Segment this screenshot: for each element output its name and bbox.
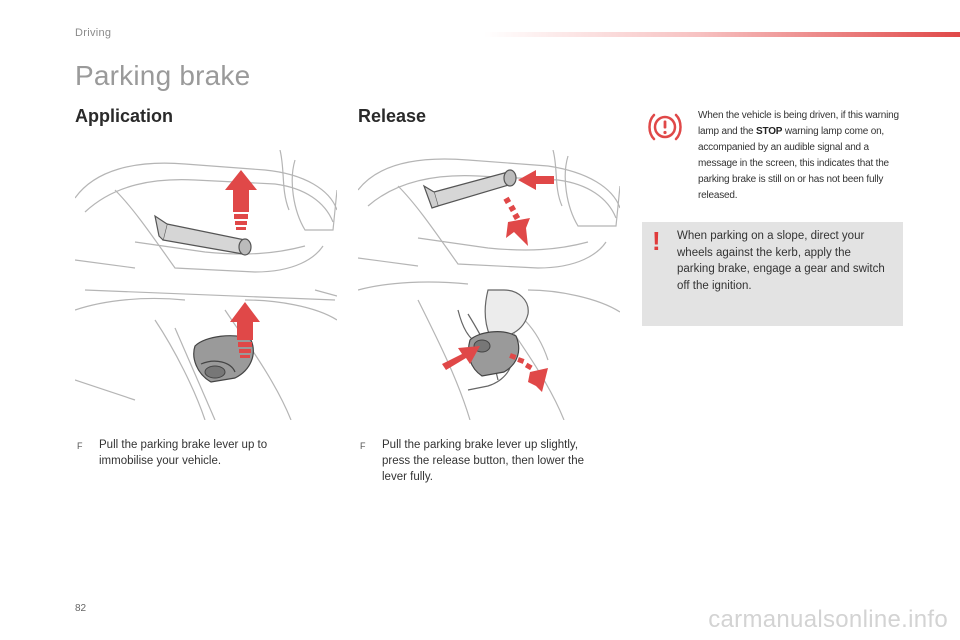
- watermark: carmanualsonline.info: [708, 606, 948, 633]
- section-label: Driving: [75, 27, 112, 39]
- application-instruction-text: Pull the parking brake lever up to immob…: [99, 439, 268, 467]
- release-instruction: F Pull the parking brake lever up slight…: [360, 437, 605, 485]
- warning-stop-label: STOP: [756, 126, 783, 137]
- bullet-marker: F: [360, 441, 366, 451]
- release-illustration: [358, 150, 620, 420]
- application-heading: Application: [75, 106, 173, 126]
- note-text: When parking on a slope, direct your whe…: [677, 230, 885, 292]
- header-accent-bar: [484, 32, 960, 37]
- page-title: Parking brake: [75, 60, 251, 91]
- warning-text-part1: When the vehicle is being driven, if thi…: [698, 110, 899, 137]
- warning-text: When the vehicle is being driven, if thi…: [698, 108, 908, 204]
- page-number: 82: [75, 603, 87, 614]
- release-heading: Release: [358, 106, 427, 126]
- bullet-marker: F: [77, 441, 83, 451]
- application-illustration: [75, 150, 337, 420]
- warning-lamp-icon: [646, 112, 684, 142]
- warning-text-part2: warning lamp come on, accompanied by an …: [698, 126, 889, 201]
- application-instruction: F Pull the parking brake lever up to imm…: [77, 437, 317, 469]
- note-box: ! When parking on a slope, direct your w…: [642, 222, 903, 326]
- exclamation-icon: !: [652, 226, 661, 256]
- release-instruction-text: Pull the parking brake lever up slightly…: [382, 439, 585, 483]
